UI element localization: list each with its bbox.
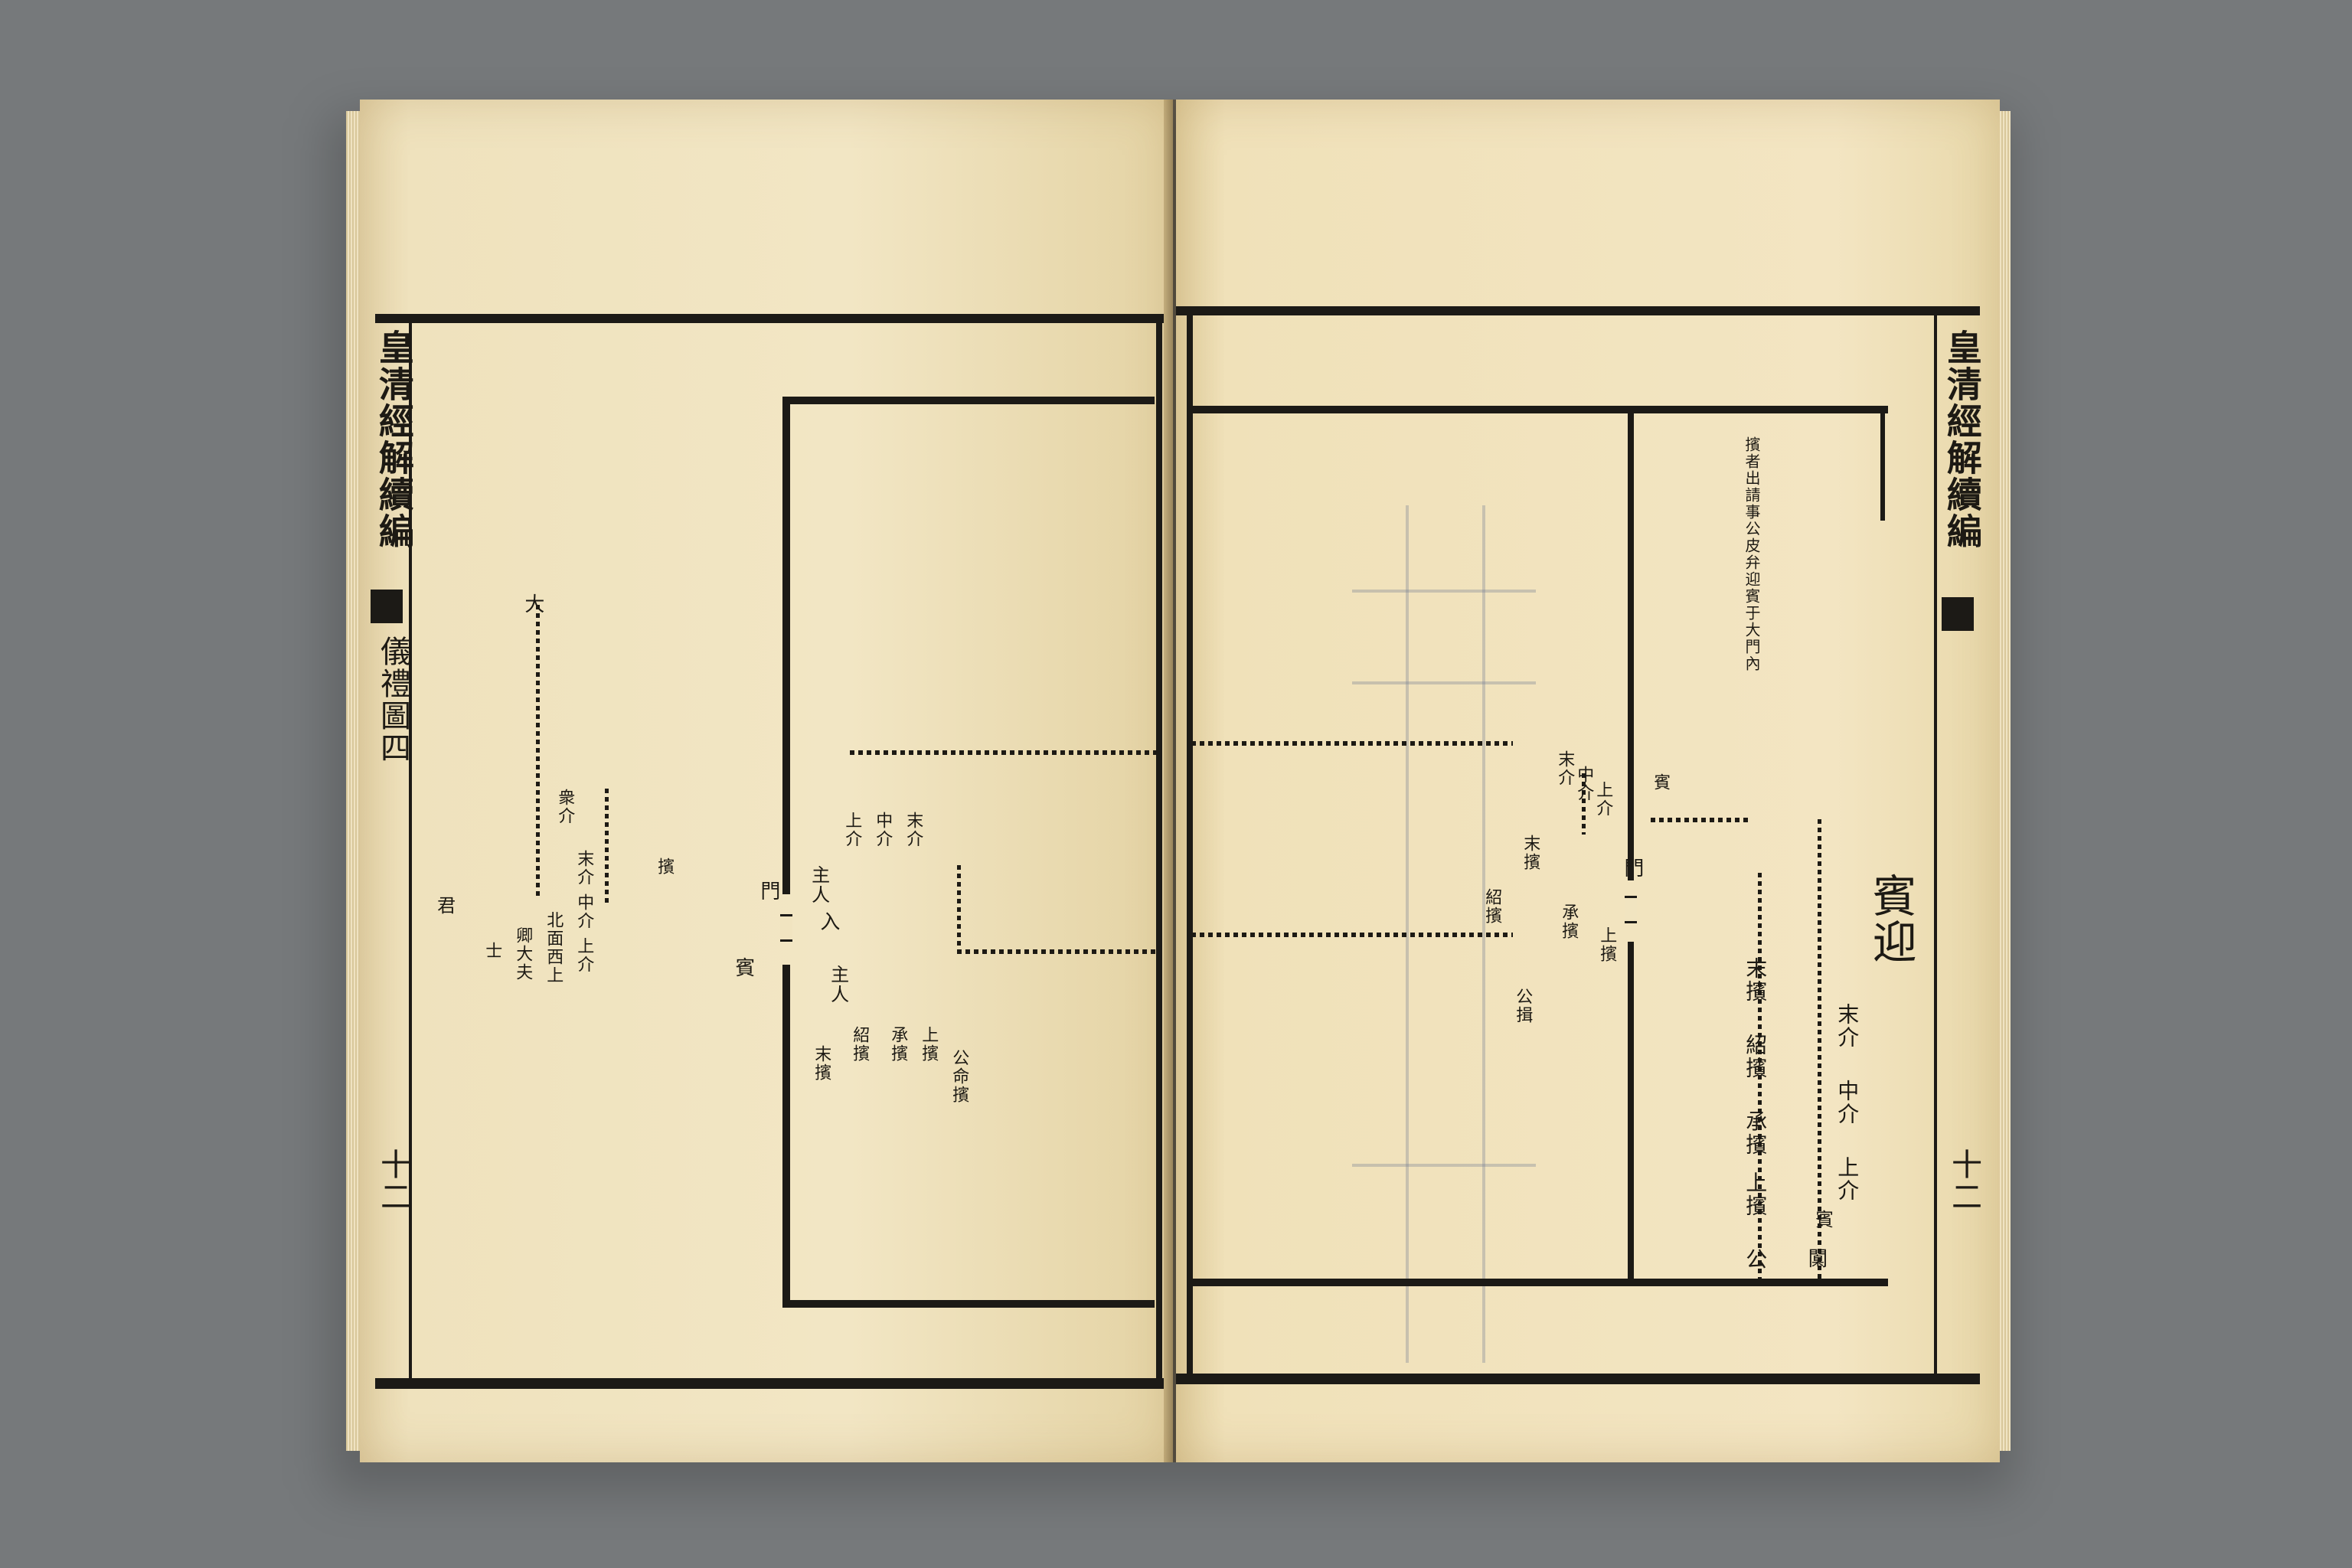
margin-tab — [371, 590, 403, 623]
label-gate: 門 — [1620, 858, 1644, 879]
left-page: 皇清經解續編 儀禮圖四 十二 大 君 門 入 賓 主人 主人 上介 末介 中介 … — [360, 100, 1173, 1462]
margin-title: 皇清經解續編 — [1941, 329, 1983, 550]
label-facing: 北面西上 — [544, 911, 564, 985]
label-duke-bows: 公揖 — [1513, 988, 1533, 1024]
label-inner-upper-usher: 上擯 — [1597, 926, 1617, 963]
path-envoys — [1818, 819, 1821, 1279]
path-upper — [850, 750, 1156, 755]
bottom-border — [375, 1378, 1164, 1389]
margin-folio: 十二 — [1946, 1148, 1981, 1213]
path-inner — [1582, 773, 1586, 835]
label-upper-usher: 上擯 — [1743, 1171, 1769, 1217]
label-usher: 擯 — [655, 858, 675, 876]
label-ruler: 君 — [433, 896, 456, 916]
gate-opening — [1625, 896, 1637, 923]
margin-chapter: 儀禮圖四 — [375, 635, 410, 764]
label-host-1: 主人 — [808, 865, 830, 905]
label-middle-envoy: 中介 — [1834, 1080, 1860, 1125]
yard-wall-lower — [782, 965, 790, 1308]
gate-wall-lower — [1628, 942, 1634, 1286]
bleed-through — [1352, 1164, 1536, 1167]
path-guest — [1651, 818, 1750, 822]
label-threshold: 闑 — [1804, 1248, 1828, 1269]
label-inner-shao-usher: 紹擯 — [1482, 888, 1502, 925]
left-page-edges — [346, 111, 361, 1451]
label-officers: 士 — [482, 942, 502, 960]
path-upper — [1191, 741, 1513, 746]
right-wall — [1880, 406, 1885, 521]
label-inner-middle-envoy: 中介 — [1574, 766, 1594, 802]
top-border — [375, 314, 1164, 323]
top-mark: 大 — [521, 593, 544, 615]
margin-folio: 十二 — [375, 1148, 410, 1213]
label-upper-envoy: 上介 — [842, 812, 862, 848]
path-turn — [957, 865, 961, 949]
yard-bottom — [789, 1300, 1155, 1308]
margin-tab — [1942, 597, 1974, 631]
note: 擯者出請事公皮弁迎賓于大門內 — [1743, 436, 1761, 672]
label-second-usher: 承擯 — [888, 1026, 908, 1063]
label-guest: 賓 — [731, 957, 755, 978]
label-inner-last-usher: 末擯 — [1521, 835, 1540, 871]
label-inner-guest: 賓 — [1651, 773, 1671, 792]
bleed-through — [1352, 590, 1536, 593]
top-border — [1176, 306, 1980, 315]
label-envoys: 衆介 — [555, 789, 575, 825]
path-lower — [1191, 933, 1513, 937]
label-upper-envoy: 上介 — [1834, 1156, 1860, 1202]
gate-opening — [780, 914, 792, 942]
label-upper-usher: 上擯 — [919, 1026, 939, 1063]
label-last-usher: 末擯 — [1743, 957, 1769, 1003]
label-last-envoy: 末介 — [903, 812, 923, 848]
label-guest: 賓 — [1811, 1210, 1834, 1230]
right-page: 皇清經解續編 十二 賓迎 擯者出請事公皮弁迎賓于大門內 末介 中介 上介 賓 末… — [1176, 100, 2000, 1462]
left-border — [1187, 306, 1193, 1378]
outer-frame-line — [1934, 311, 1937, 1375]
label-gate: 門 — [756, 880, 780, 902]
label-inner-upper-envoy: 上介 — [1593, 781, 1613, 818]
path-top — [536, 605, 540, 896]
label-duke: 公 — [1743, 1248, 1769, 1271]
label-inner-last-envoy: 末介 — [1555, 750, 1575, 787]
label-shao-usher: 紹擯 — [1743, 1034, 1769, 1080]
path-outside — [605, 789, 609, 903]
right-border — [1156, 314, 1162, 1386]
bottom-border — [1176, 1374, 1980, 1384]
yard-wall-upper — [782, 397, 790, 894]
label-envoy-row: 末介 中介 上介 — [574, 850, 594, 974]
yard-top — [789, 397, 1155, 404]
label-last-usher: 末擯 — [812, 1045, 831, 1082]
wall-bottom — [1191, 1279, 1888, 1286]
label-shao-usher: 紹擯 — [850, 1026, 870, 1063]
gate-wall-upper — [1628, 413, 1634, 880]
label-duke-orders: 公命擯 — [949, 1049, 969, 1104]
label-ministers: 卿大夫 — [513, 926, 533, 982]
label-middle-envoy: 中介 — [873, 812, 893, 848]
label-last-envoy: 末介 — [1834, 1003, 1860, 1049]
label-enter: 入 — [816, 911, 840, 933]
label-second-usher: 承擯 — [1743, 1110, 1769, 1156]
label-inner-second-usher: 承擯 — [1559, 903, 1579, 940]
outer-frame-line — [409, 318, 412, 1383]
path-ushers — [1758, 873, 1762, 1279]
margin-title: 皇清經解續編 — [373, 329, 415, 550]
label-host-2: 主人 — [827, 965, 849, 1004]
diagram-title: 賓迎 — [1864, 873, 1917, 965]
bleed-through — [1352, 681, 1536, 684]
path-lower — [957, 949, 1156, 954]
wall-top — [1191, 406, 1888, 413]
